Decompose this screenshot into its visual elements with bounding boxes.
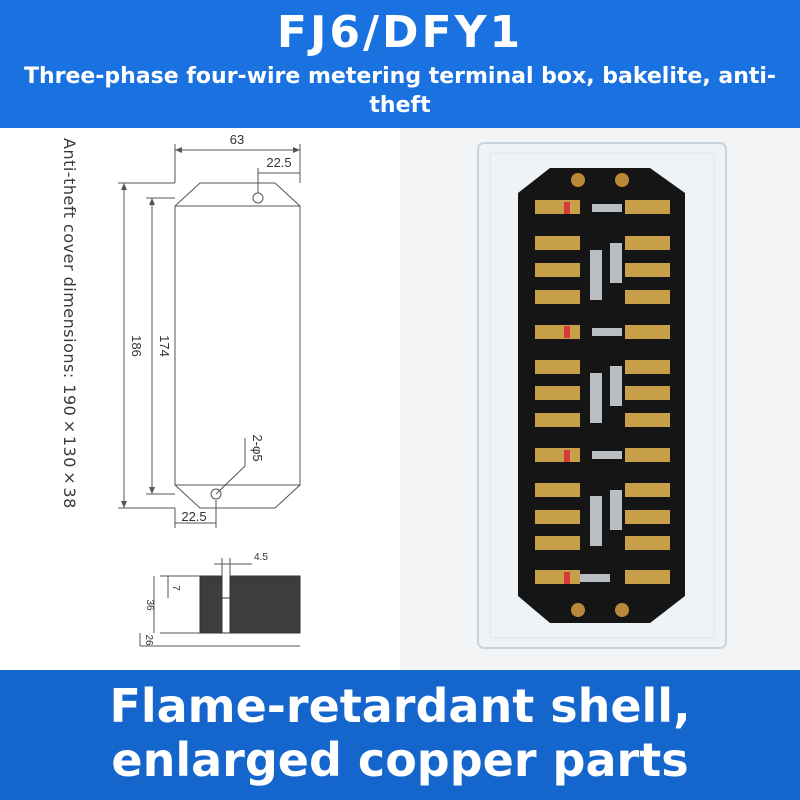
dim-section-slot: 4.5 (254, 552, 268, 563)
product-model-title: FJ6/DFY1 (276, 7, 524, 58)
bottom-banner: Flame-retardant shell, enlarged copper p… (0, 670, 800, 800)
dim-section-height: 36 (144, 599, 155, 611)
dim-section-depth: 7 (170, 585, 181, 591)
cover-dimension-note: Anti-theft cover dimensions: 190×130×38 (60, 138, 79, 509)
cross-section: 4.5 7 36 26 (139, 552, 301, 647)
feature-line-2: enlarged copper parts (111, 733, 689, 787)
dimension-drawing-panel: 63 22.5 22.5 186 174 2-φ5 4.5 7 36 2 (0, 128, 400, 670)
product-subtitle: Three-phase four-wire metering terminal … (23, 64, 777, 118)
hole-top (252, 192, 264, 204)
hole-bottom (210, 488, 222, 500)
product-photo (400, 128, 800, 670)
dim-width: 63 (230, 132, 244, 147)
box-outline (174, 182, 301, 509)
top-banner: FJ6/DFY1 Three-phase four-wire metering … (0, 0, 800, 128)
dim-hole-offset-top: 22.5 (266, 155, 291, 170)
dimension-drawing: 63 22.5 22.5 186 174 2-φ5 4.5 7 36 2 (118, 132, 301, 647)
dim-inner-height: 174 (157, 335, 172, 357)
dim-holes: 2-φ5 (250, 434, 265, 461)
dim-section-base: 26 (143, 634, 154, 646)
feature-line-1: Flame-retardant shell, (109, 679, 691, 733)
dim-hole-offset-bottom: 22.5 (181, 509, 206, 524)
dim-outer-height: 186 (129, 335, 144, 357)
terminal-box-illustration (477, 142, 727, 649)
